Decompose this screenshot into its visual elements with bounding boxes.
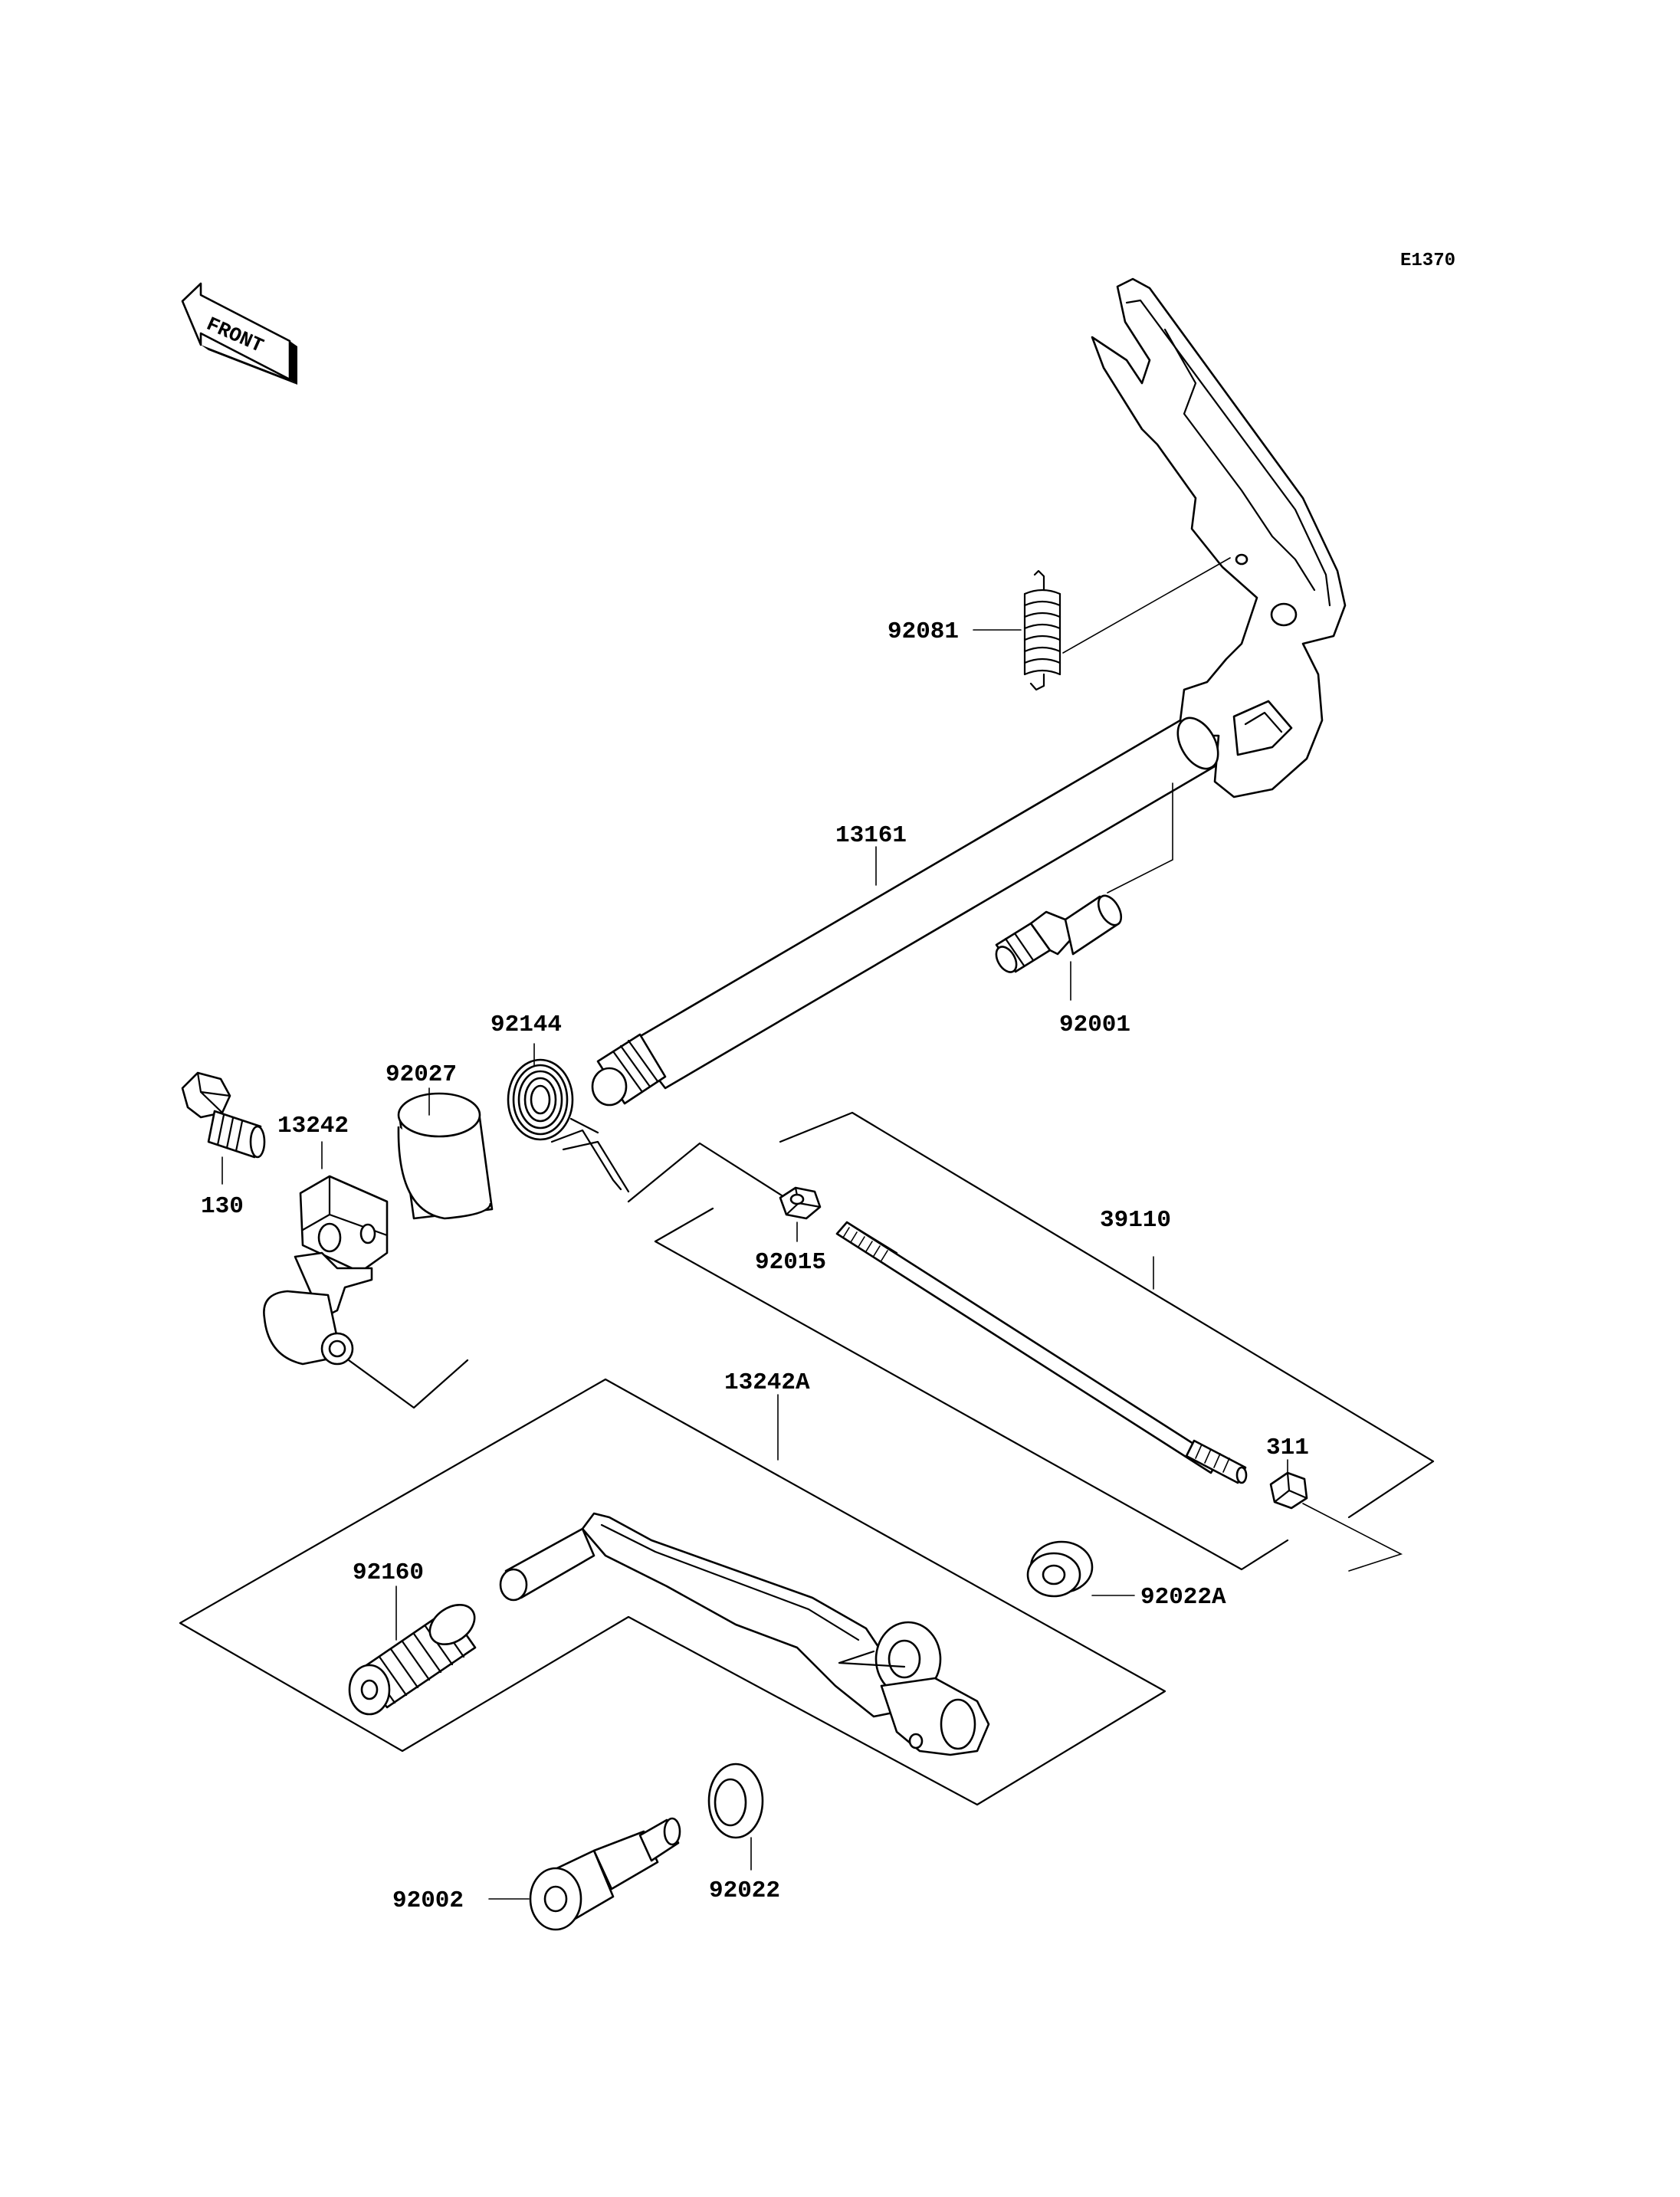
label-92022: 92022 bbox=[709, 1877, 780, 1904]
bolt-92002 bbox=[529, 1817, 681, 1931]
bolt-130 bbox=[181, 1071, 266, 1159]
label-92081: 92081 bbox=[888, 618, 959, 645]
diagram-code: E1370 bbox=[1400, 251, 1455, 271]
spring-92081 bbox=[1023, 557, 1231, 691]
label-39110: 39110 bbox=[1100, 1207, 1171, 1234]
label-92160: 92160 bbox=[353, 1559, 424, 1586]
leader-lines bbox=[221, 629, 1288, 1900]
front-arrow: FRONT bbox=[181, 282, 297, 385]
label-92144: 92144 bbox=[491, 1012, 562, 1038]
shift-pedal-13242A bbox=[499, 1512, 990, 1756]
label-13242A: 13242A bbox=[724, 1369, 810, 1396]
label-92015: 92015 bbox=[755, 1249, 826, 1276]
label-92001: 92001 bbox=[1059, 1012, 1130, 1038]
bolt-92001 bbox=[995, 782, 1173, 973]
collar-92027 bbox=[397, 1092, 494, 1220]
nut-92015 bbox=[779, 1186, 822, 1220]
spring-92144 bbox=[507, 1058, 630, 1193]
clamp-13242 bbox=[263, 1175, 469, 1409]
label-13242: 13242 bbox=[277, 1113, 349, 1139]
label-92022A: 92022A bbox=[1140, 1584, 1226, 1611]
pedal-rubber-92160 bbox=[348, 1603, 477, 1716]
nut-311 bbox=[1269, 1471, 1403, 1572]
tie-rod-39110 bbox=[627, 1111, 1435, 1571]
shift-arm-plate bbox=[1091, 277, 1347, 798]
label-13161: 13161 bbox=[835, 822, 907, 849]
label-130: 130 bbox=[201, 1193, 244, 1220]
washer-92022 bbox=[707, 1763, 764, 1839]
washer-92022A bbox=[1026, 1540, 1094, 1598]
label-92027: 92027 bbox=[386, 1061, 457, 1088]
pedal-frame bbox=[179, 1378, 1166, 1806]
label-92002: 92002 bbox=[392, 1887, 464, 1914]
label-311: 311 bbox=[1266, 1435, 1309, 1461]
shift-shaft-13161 bbox=[591, 716, 1219, 1107]
